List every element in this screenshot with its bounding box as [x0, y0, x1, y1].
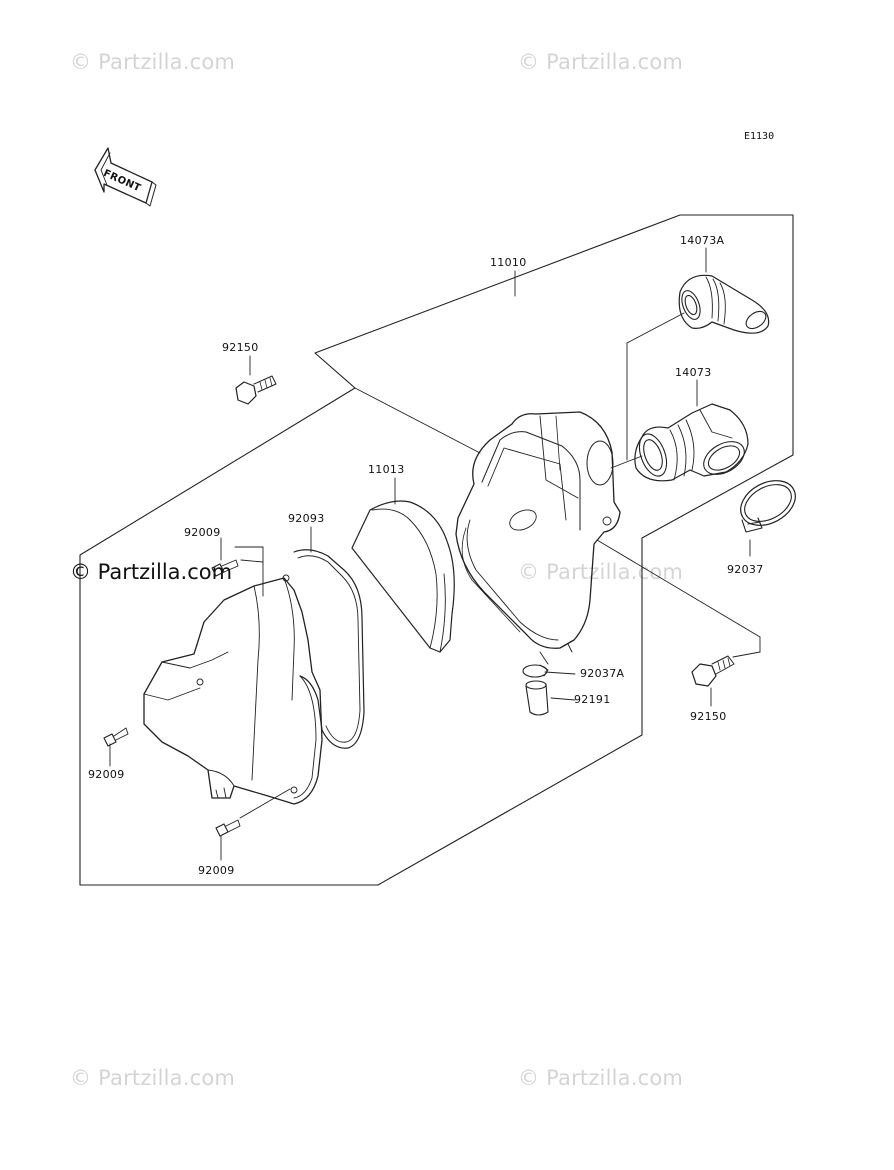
watermark: © Partzilla.com: [518, 1066, 684, 1090]
part-label-92093: 92093: [288, 512, 325, 525]
elbow-hose-14073A: [678, 275, 769, 333]
screw-92009-left: [104, 728, 128, 746]
hose-clamp-92037: [733, 472, 803, 535]
part-label-92150-bottom: 92150: [690, 710, 727, 723]
screw-92009-bottom: [216, 820, 240, 836]
bolt-92150-bottom: [692, 656, 734, 686]
part-label-11013: 11013: [368, 463, 405, 476]
air-cleaner-cover: [144, 575, 322, 804]
front-arrow-icon: [95, 148, 156, 206]
air-cleaner-case-11010: [456, 412, 620, 664]
intake-duct-14073: [634, 404, 750, 481]
watermark: © Partzilla.com: [518, 50, 684, 74]
diagram-code: E1130: [744, 131, 775, 142]
leader-lines: [110, 248, 760, 860]
part-label-14073A: 14073A: [680, 234, 725, 247]
filter-element-11013: [352, 501, 454, 652]
watermark: © Partzilla.com: [518, 560, 684, 584]
bolt-92150-top: [236, 376, 276, 404]
part-label-92037: 92037: [727, 563, 764, 576]
part-label-92009-top: 92009: [184, 526, 221, 539]
clip-92037A: [523, 665, 548, 677]
part-label-14073: 14073: [675, 366, 712, 379]
tube-92191: [526, 681, 548, 715]
screw-92009-top: [212, 560, 238, 576]
part-label-11010: 11010: [490, 256, 527, 269]
gasket-92093: [294, 550, 364, 748]
watermark: © Partzilla.com: [70, 1066, 236, 1090]
part-label-92009-left: 92009: [88, 768, 125, 781]
part-label-92191: 92191: [574, 693, 611, 706]
assembly-bracket-11010: [80, 215, 793, 885]
part-label-92150-top: 92150: [222, 341, 259, 354]
part-label-92009-bottom: 92009: [198, 864, 235, 877]
watermark: © Partzilla.com: [70, 50, 236, 74]
part-label-92037A: 92037A: [580, 667, 625, 680]
watermark: © Partzilla.com: [70, 560, 233, 584]
